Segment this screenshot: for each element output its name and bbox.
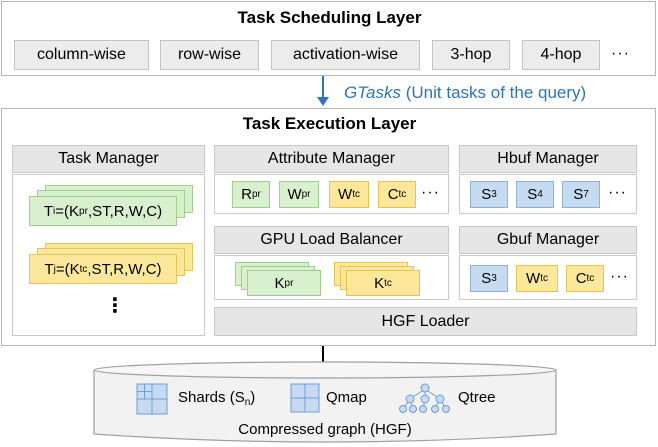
- gbuf-c-tc-sub: tc: [586, 273, 595, 284]
- storage-connector: [322, 346, 324, 364]
- qmap-label: Qmap: [326, 389, 367, 406]
- attr-w-pr-sub: pr: [301, 189, 311, 200]
- attr-c-tc-sub: tc: [398, 189, 407, 200]
- hbuf-s7-main: S: [573, 186, 584, 203]
- schedule-more: ···: [611, 45, 630, 62]
- hbuf-s3-main: S: [481, 186, 492, 203]
- task-j-t: T: [44, 260, 54, 278]
- hbuf-s7-sub: 7: [583, 189, 589, 200]
- shards-text: Shards (S: [178, 389, 245, 406]
- task-manager-title: Task Manager: [12, 145, 205, 173]
- hgf-loader: HGF Loader: [214, 307, 637, 336]
- attr-r-pr-main: R: [241, 186, 252, 203]
- gbuf-w-tc-sub: tc: [540, 273, 548, 284]
- schedule-row-wise: row-wise: [160, 40, 259, 70]
- shards-sub: n: [244, 397, 251, 408]
- attr-r-pr-sub: pr: [251, 189, 261, 200]
- hbuf-s4-sub: 4: [537, 189, 543, 200]
- storage-caption: Compressed graph (HGF): [238, 421, 412, 438]
- k-pr-sub: pr: [284, 277, 294, 289]
- gbuf-w-tc-main: W: [526, 270, 541, 287]
- gbuf-manager-title: Gbuf Manager: [459, 226, 637, 254]
- schedule-4-hop: 4-hop: [522, 40, 600, 70]
- gbuf-s3-sub: 3: [491, 273, 497, 284]
- task-i-rest: ,ST,R,W,C): [87, 202, 163, 220]
- task-more: ⋮: [105, 295, 125, 317]
- qtree-icon: [399, 383, 450, 413]
- hbuf-more: ···: [608, 184, 627, 201]
- schedule-3-hop: 3-hop: [432, 40, 510, 70]
- gtasks-label: GTasks (Unit tasks of the query): [344, 83, 586, 103]
- hbuf-s4-main: S: [527, 186, 538, 203]
- gbuf-more: ···: [610, 268, 629, 285]
- qmap-icon: [290, 383, 320, 413]
- attribute-manager-title: Attribute Manager: [214, 145, 449, 173]
- execution-layer-title: Task Execution Layer: [242, 114, 417, 133]
- task-j-rest: ,ST,R,W,C): [87, 260, 162, 278]
- qtree-label: Qtree: [458, 389, 496, 406]
- k-tc-main: K: [374, 274, 385, 292]
- k-pr-main: K: [274, 274, 285, 292]
- gbuf-c-tc-main: C: [575, 270, 587, 287]
- task-scheduling-layer: Task Scheduling Layer column-wise row-wi…: [1, 1, 656, 76]
- attr-more: ···: [421, 184, 440, 201]
- gtasks-arrow: [317, 76, 329, 106]
- schedule-column-wise: column-wise: [14, 40, 149, 70]
- task-i-k-sub: pr: [79, 205, 88, 217]
- shards-label: Shards (Sn): [178, 389, 255, 408]
- gbuf-s3-main: S: [481, 270, 492, 287]
- scheduling-layer-title: Task Scheduling Layer: [237, 8, 422, 27]
- task-j-k: =(K: [55, 260, 80, 278]
- task-i-t-sub: i: [53, 205, 56, 217]
- task-j-t-sub: j: [53, 263, 56, 275]
- task-i-t: T: [43, 202, 54, 220]
- gtasks-name: GTasks: [344, 83, 402, 102]
- shards-end: ): [250, 389, 256, 406]
- task-i-k: =(K: [55, 202, 80, 220]
- hbuf-s3-sub: 3: [491, 189, 497, 200]
- attr-w-tc-sub: tc: [352, 189, 360, 200]
- schedule-activation-wise: activation-wise: [271, 40, 420, 70]
- task-j-k-sub: tc: [79, 263, 88, 275]
- gtasks-desc: (Unit tasks of the query): [401, 83, 587, 102]
- shards-icon: [136, 383, 168, 415]
- k-tc-sub: tc: [384, 277, 392, 289]
- storage-cylinder: [93, 361, 557, 443]
- attr-w-pr-main: W: [287, 186, 302, 203]
- gpu-load-balancer-title: GPU Load Balancer: [214, 226, 449, 254]
- attr-c-tc-main: C: [387, 186, 399, 203]
- hbuf-manager-title: Hbuf Manager: [459, 145, 637, 173]
- attr-w-tc-main: W: [338, 186, 353, 203]
